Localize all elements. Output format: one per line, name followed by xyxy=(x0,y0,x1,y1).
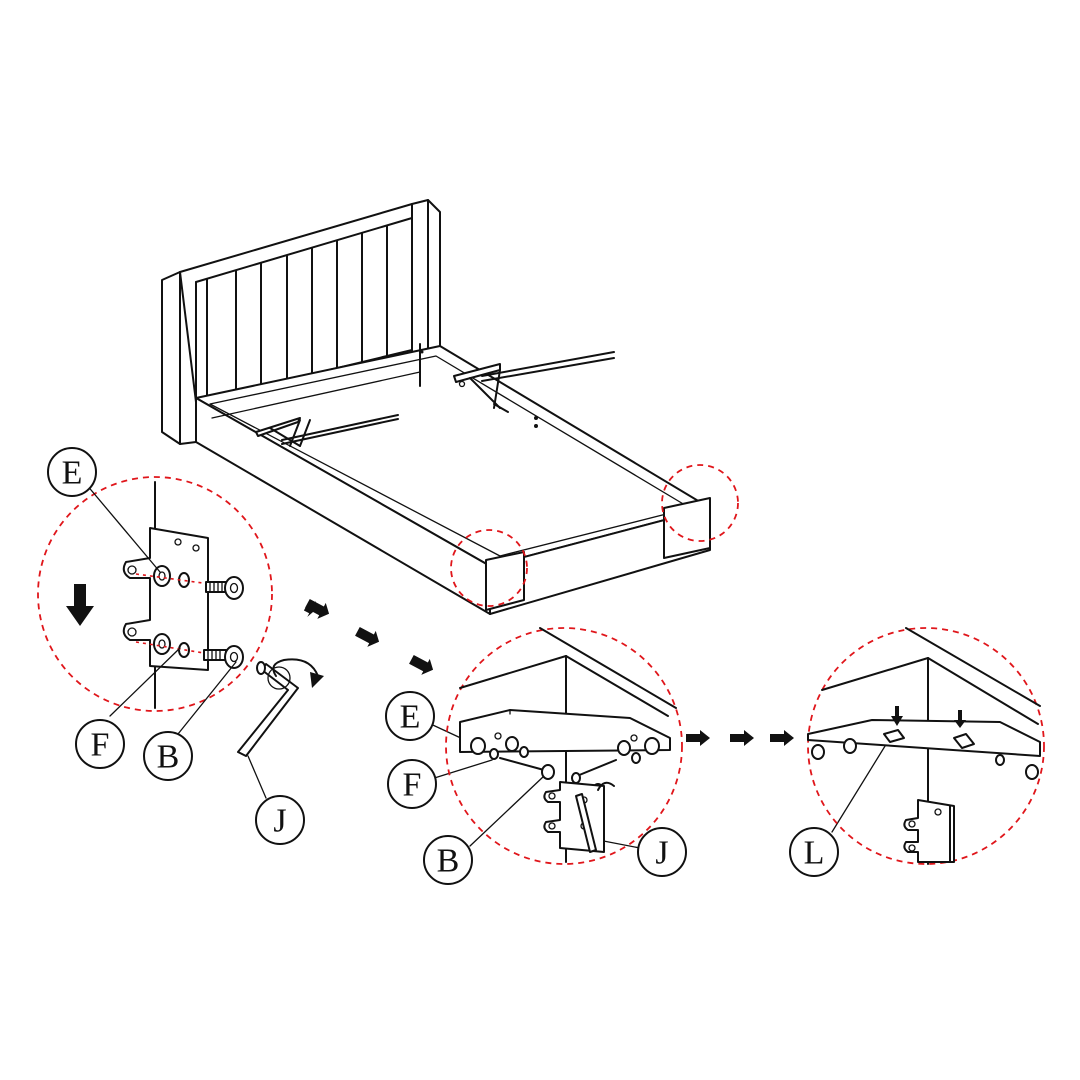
gas-lift-right xyxy=(453,351,615,413)
corner-highlight-right xyxy=(661,464,739,542)
callout-f-2: F xyxy=(387,759,437,809)
bolt-set-top xyxy=(135,565,244,600)
lower-bracket xyxy=(903,799,955,863)
callout-l-1: L xyxy=(789,827,839,877)
bed-base xyxy=(195,343,711,615)
down-arrow-icon xyxy=(66,584,94,626)
step-arrows-1 xyxy=(303,598,434,675)
detail-highlight-1 xyxy=(37,476,273,712)
label-sticker-1 xyxy=(883,729,905,743)
callout-b-2-label: B xyxy=(437,843,460,880)
bed-frame xyxy=(161,199,711,615)
bolt-set-bottom xyxy=(135,633,244,669)
end-bracket xyxy=(543,781,605,853)
detail-bracket-bolts xyxy=(37,476,273,712)
detail-highlight-3 xyxy=(807,627,1045,865)
corner-highlight-front xyxy=(450,529,528,607)
callout-j-1: J xyxy=(255,795,305,845)
callout-e-2: E xyxy=(385,691,435,741)
callout-f-1-label: F xyxy=(91,727,110,764)
detail-label-placement xyxy=(807,627,1045,865)
callout-l-1-label: L xyxy=(804,835,825,872)
hook-bracket xyxy=(122,527,209,671)
headboard-channels xyxy=(206,225,388,401)
bolt-chain-left xyxy=(470,732,555,780)
detail-end-panel xyxy=(445,627,683,865)
label-sticker-2 xyxy=(953,733,975,749)
callout-f-1: F xyxy=(75,719,125,769)
callout-b-1-label: B xyxy=(157,739,180,776)
callout-e-1: E xyxy=(47,447,97,497)
gas-lift-left xyxy=(255,414,399,447)
rotate-arrow-icon xyxy=(272,658,319,677)
callout-e-1-label: E xyxy=(62,455,83,492)
callout-j-2: J xyxy=(637,827,687,877)
callout-b-1: B xyxy=(143,731,193,781)
callout-j-1-label: J xyxy=(273,803,286,840)
callout-e-2-label: E xyxy=(400,699,421,736)
callout-f-2-label: F xyxy=(403,767,422,804)
callout-j-2-label: J xyxy=(655,835,668,872)
hex-key-tool xyxy=(237,658,324,757)
callout-b-2: B xyxy=(423,835,473,885)
step-arrows-2 xyxy=(686,730,794,746)
headboard-panel xyxy=(179,203,413,403)
insert-arrow-icon xyxy=(891,706,903,726)
detail-highlight-2 xyxy=(445,627,683,865)
